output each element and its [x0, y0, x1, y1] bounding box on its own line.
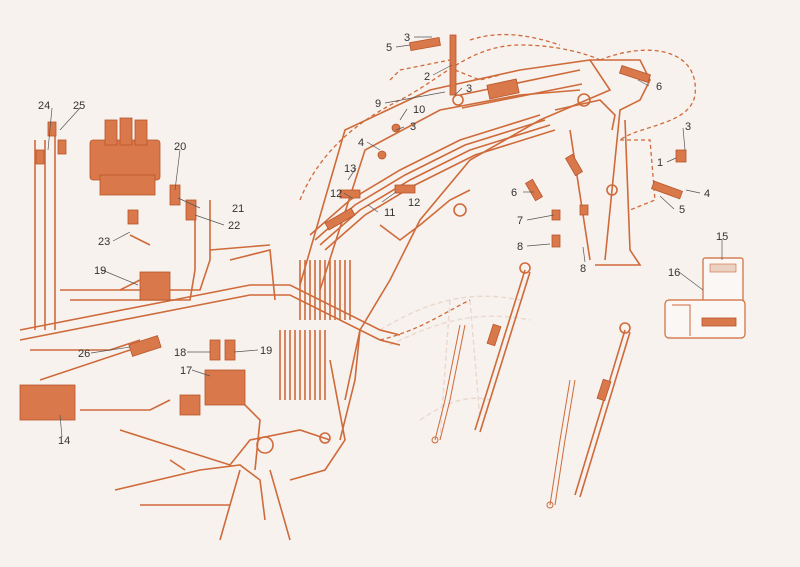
machine-base	[114, 399, 331, 541]
hose-runs	[19, 33, 696, 411]
callout-3-right: 3	[685, 121, 691, 133]
left-fittings	[19, 121, 246, 421]
callout-3-top: 3	[466, 83, 472, 95]
callout-14: 14	[58, 435, 70, 447]
callout-19-left: 18	[174, 347, 186, 359]
callout-21: 21	[232, 203, 244, 215]
callout-8-left: 8	[517, 241, 523, 253]
callout-3-mid: 3	[410, 121, 416, 133]
callout-25: 24	[38, 100, 50, 112]
monitor-panel	[664, 257, 746, 339]
boom-cylinder	[452, 69, 618, 217]
callout-23: 23	[98, 236, 110, 248]
callout-13: 13	[344, 163, 356, 175]
auxiliary-cylinders	[431, 262, 631, 509]
callout-22: 22	[228, 220, 240, 232]
callout-8-right: 8	[580, 263, 586, 275]
callout-6-right: 6	[656, 81, 662, 93]
callout-2: 2	[424, 71, 430, 83]
callout-17: 17	[180, 365, 192, 377]
callout-7: 7	[517, 215, 523, 227]
callout-4-top: 3	[404, 32, 410, 44]
callout-4-right: 4	[704, 188, 710, 200]
callout-18: 19	[94, 265, 106, 277]
callout-19-right: 19	[260, 345, 272, 357]
callout-5-top: 5	[386, 42, 392, 54]
control-valve-block	[89, 117, 161, 196]
right-fittings	[409, 34, 687, 248]
callout-1: 1	[657, 157, 663, 169]
callout-5-right: 5	[679, 204, 685, 216]
callout-12-right: 12	[408, 197, 420, 209]
callout-20: 20	[174, 141, 186, 153]
callout-26: 26	[78, 348, 90, 360]
pipe-bundle-upper	[279, 114, 556, 400]
leader-lines	[47, 36, 723, 438]
callout-11: 11	[384, 207, 395, 219]
callout-6-mid: 6	[511, 187, 517, 199]
callout-16: 16	[668, 267, 680, 279]
callout-4-mid: 4	[358, 137, 364, 149]
callout-10: 10	[413, 104, 425, 116]
callout-9: 9	[375, 98, 381, 110]
boom-arm	[289, 59, 651, 481]
callout-12-left: 12	[330, 188, 342, 200]
callout-24: 25	[73, 100, 85, 112]
callout-labels: 3 5 2 3 9 10 3 4 13 12 11 12 6 3 1 4 5 6…	[38, 32, 728, 447]
ghost-boom-outline	[379, 295, 531, 441]
callout-15: 15	[716, 231, 728, 243]
boom-fittings	[324, 123, 416, 231]
